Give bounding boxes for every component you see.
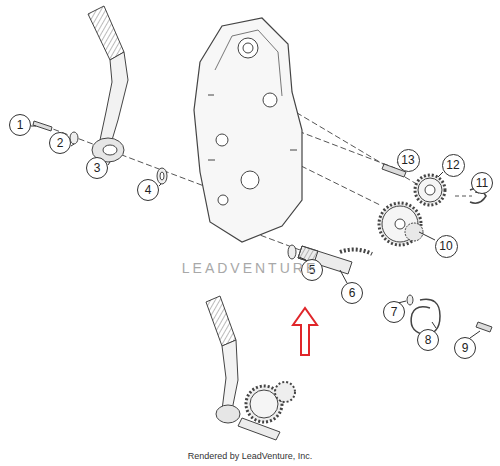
illustration-part (243, 43, 253, 53)
illustration-part (340, 249, 372, 254)
callout-circle: 3 (86, 157, 108, 179)
callout-number: 13 (401, 154, 414, 166)
illustration-part (395, 219, 405, 229)
illustration-part (263, 93, 277, 107)
callout-number: 10 (439, 240, 452, 252)
illustration-part (222, 340, 238, 410)
callout-number: 4 (145, 184, 152, 196)
illustration-part (160, 172, 164, 180)
callout-number: 2 (57, 137, 64, 149)
callout-circle: 6 (341, 282, 363, 304)
callout-circle: 11 (471, 172, 493, 194)
callout-number: 1 (17, 119, 24, 131)
illustration-part (407, 295, 413, 305)
illustration-part (208, 95, 297, 160)
illustration-part (70, 132, 78, 144)
illustration-part (241, 171, 259, 189)
illustration-part (88, 6, 124, 60)
illustration-part (31, 126, 480, 338)
illustration-part (275, 382, 295, 402)
callout-circle: 4 (137, 179, 159, 201)
illustration-part (293, 308, 317, 355)
illustration-part (218, 195, 228, 205)
watermark: LEADVENTURE (182, 260, 318, 276)
callout-circle: 2 (49, 132, 71, 154)
callout-number: 12 (446, 159, 459, 171)
illustration-part (290, 128, 395, 168)
illustration-part (418, 178, 442, 202)
illustration-part (103, 145, 117, 155)
illustration-part (405, 223, 423, 241)
callout-circle: 9 (454, 337, 476, 359)
illustration-part (250, 390, 278, 418)
callout-number: 3 (94, 162, 101, 174)
callout-number: 7 (391, 306, 398, 318)
callout-number: 9 (462, 342, 469, 354)
illustration-part (476, 322, 492, 332)
callout-number: 11 (476, 177, 488, 189)
illustration-part (157, 168, 167, 184)
illustration-part (216, 134, 228, 146)
callout-number: 6 (349, 287, 356, 299)
callout-number: 8 (425, 334, 432, 346)
illustration-part (216, 405, 240, 423)
illustration-part (238, 38, 258, 58)
callout-circle: 13 (397, 149, 420, 172)
illustration-part (415, 175, 445, 205)
illustration-part (31, 6, 492, 440)
illustration-part (455, 196, 472, 197)
callout-circle: 7 (383, 301, 405, 323)
callout-circle: 10 (435, 235, 458, 258)
callout-circle: 12 (442, 154, 465, 177)
illustration-part (215, 30, 282, 96)
callout-circle: 1 (9, 114, 31, 136)
illustration-part (238, 418, 280, 440)
illustration-part (45, 126, 220, 192)
illustration-part (194, 18, 302, 242)
illustration-part (288, 245, 296, 259)
illustration-part (100, 52, 128, 140)
illustration-part (425, 185, 435, 195)
illustration-part (206, 296, 236, 346)
callout-circle: 8 (417, 329, 439, 351)
credit-note: Rendered by LeadVenture, Inc. (188, 451, 313, 461)
